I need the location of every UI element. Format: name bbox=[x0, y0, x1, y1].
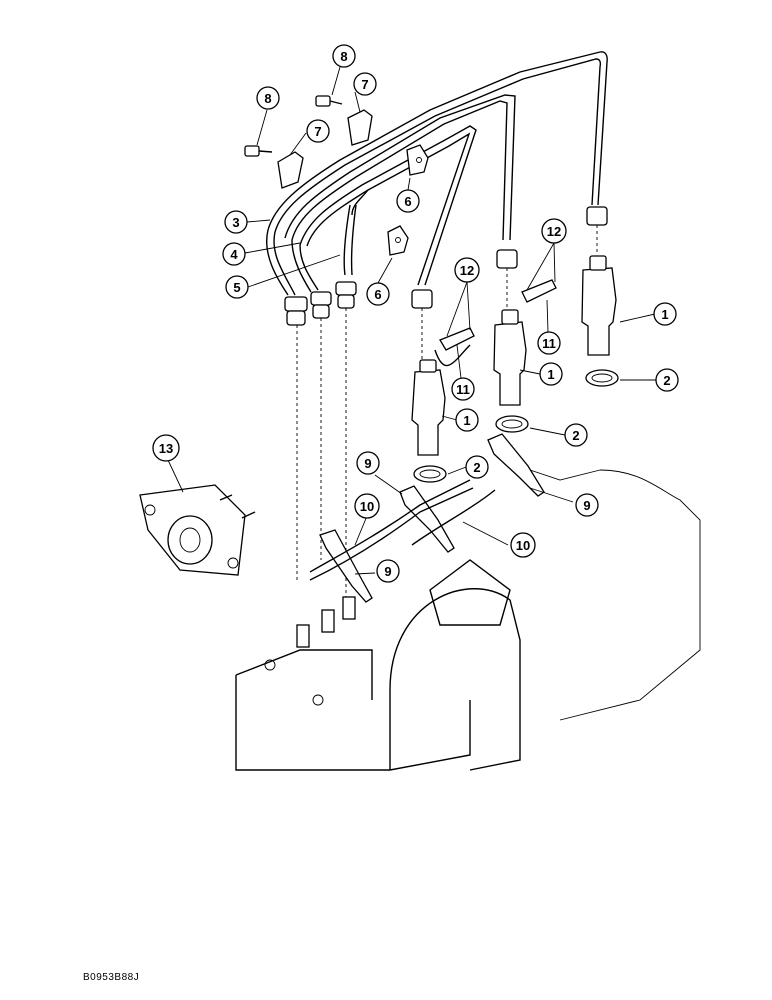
svg-text:11: 11 bbox=[542, 336, 556, 351]
callout-10: 10 bbox=[354, 493, 380, 519]
callout-2: 2 bbox=[564, 423, 588, 447]
svg-text:11: 11 bbox=[456, 382, 470, 397]
callout-3: 3 bbox=[224, 210, 248, 234]
leader-lines bbox=[167, 66, 656, 575]
guide-lines bbox=[296, 225, 598, 600]
flange-part bbox=[139, 484, 256, 576]
svg-text:3: 3 bbox=[232, 215, 239, 230]
callout-12: 12 bbox=[541, 218, 567, 244]
injector-pipes bbox=[266, 51, 608, 296]
callout-13: 13 bbox=[152, 434, 180, 462]
callouts: 1 1 1 2 2 2 3 4 5 6 6 7 7 8 8 9 9 9 10 1… bbox=[152, 44, 679, 583]
callout-2: 2 bbox=[465, 455, 489, 479]
svg-text:6: 6 bbox=[374, 287, 381, 302]
svg-text:13: 13 bbox=[159, 441, 173, 456]
svg-text:6: 6 bbox=[404, 194, 411, 209]
sealing-washers bbox=[413, 369, 619, 483]
callout-12: 12 bbox=[454, 257, 480, 283]
callout-8: 8 bbox=[256, 86, 280, 110]
svg-text:7: 7 bbox=[361, 77, 368, 92]
callout-11: 11 bbox=[451, 377, 475, 401]
svg-text:1: 1 bbox=[547, 367, 554, 382]
callout-7: 7 bbox=[353, 72, 377, 96]
callout-1: 1 bbox=[539, 362, 563, 386]
svg-text:8: 8 bbox=[340, 49, 347, 64]
svg-text:7: 7 bbox=[314, 124, 321, 139]
svg-text:10: 10 bbox=[516, 538, 530, 553]
bolts bbox=[244, 95, 343, 157]
leak-off-connectors bbox=[434, 279, 557, 367]
svg-text:4: 4 bbox=[230, 247, 238, 262]
svg-text:12: 12 bbox=[460, 263, 474, 278]
callout-9: 9 bbox=[356, 451, 380, 475]
engine-block bbox=[235, 469, 701, 771]
svg-text:12: 12 bbox=[547, 224, 561, 239]
callout-11: 11 bbox=[537, 331, 561, 355]
callout-2: 2 bbox=[655, 368, 679, 392]
injector-bodies bbox=[411, 255, 617, 456]
callout-6: 6 bbox=[366, 282, 390, 306]
svg-text:9: 9 bbox=[384, 564, 391, 579]
callout-1: 1 bbox=[455, 408, 479, 432]
svg-text:8: 8 bbox=[264, 91, 271, 106]
figure-code: B0953B88J bbox=[83, 972, 140, 983]
pipe-nuts bbox=[284, 206, 608, 326]
callout-10: 10 bbox=[510, 532, 536, 558]
svg-text:1: 1 bbox=[463, 413, 470, 428]
callout-5: 5 bbox=[225, 275, 249, 299]
callout-8: 8 bbox=[332, 44, 356, 68]
svg-text:9: 9 bbox=[364, 456, 371, 471]
callout-9: 9 bbox=[575, 493, 599, 517]
svg-text:5: 5 bbox=[233, 280, 240, 295]
callout-6: 6 bbox=[396, 189, 420, 213]
svg-text:10: 10 bbox=[360, 499, 374, 514]
callout-9: 9 bbox=[376, 559, 400, 583]
pipe-clamps bbox=[277, 109, 429, 256]
callout-4: 4 bbox=[222, 242, 246, 266]
svg-text:2: 2 bbox=[572, 428, 579, 443]
glow-plugs bbox=[309, 433, 545, 603]
svg-text:1: 1 bbox=[661, 307, 668, 322]
callout-7: 7 bbox=[306, 119, 330, 143]
callout-1: 1 bbox=[653, 302, 677, 326]
svg-text:9: 9 bbox=[583, 498, 590, 513]
svg-text:2: 2 bbox=[663, 373, 670, 388]
svg-text:2: 2 bbox=[473, 460, 480, 475]
